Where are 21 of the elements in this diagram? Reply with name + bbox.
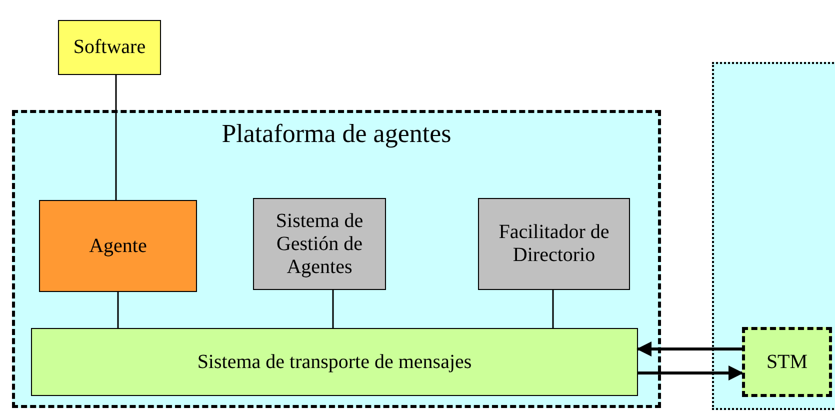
box-label: Software: [73, 36, 146, 59]
component-box: [253, 198, 386, 290]
component-box: [478, 198, 630, 290]
arrow: [636, 342, 742, 356]
component-box: [742, 327, 832, 397]
component-box: [31, 328, 638, 396]
component-box: [58, 20, 161, 75]
container-title: Plataforma de agentes: [222, 119, 452, 149]
box-label: Sistema de Gestión de Agentes: [274, 210, 364, 278]
connector-line: [115, 75, 117, 200]
box-label: Agente: [89, 234, 147, 258]
box-label: Sistema de transporte de mensajes: [197, 350, 472, 374]
connector-line: [552, 290, 554, 328]
platform-container: [12, 110, 661, 408]
connector-line: [332, 290, 334, 328]
panel-box: [712, 62, 835, 410]
component-box: [39, 200, 197, 292]
connector-line: [117, 292, 119, 328]
box-label: STM: [766, 350, 808, 374]
box-label: Facilitador de Directorio: [498, 221, 610, 267]
arrow: [638, 366, 744, 380]
